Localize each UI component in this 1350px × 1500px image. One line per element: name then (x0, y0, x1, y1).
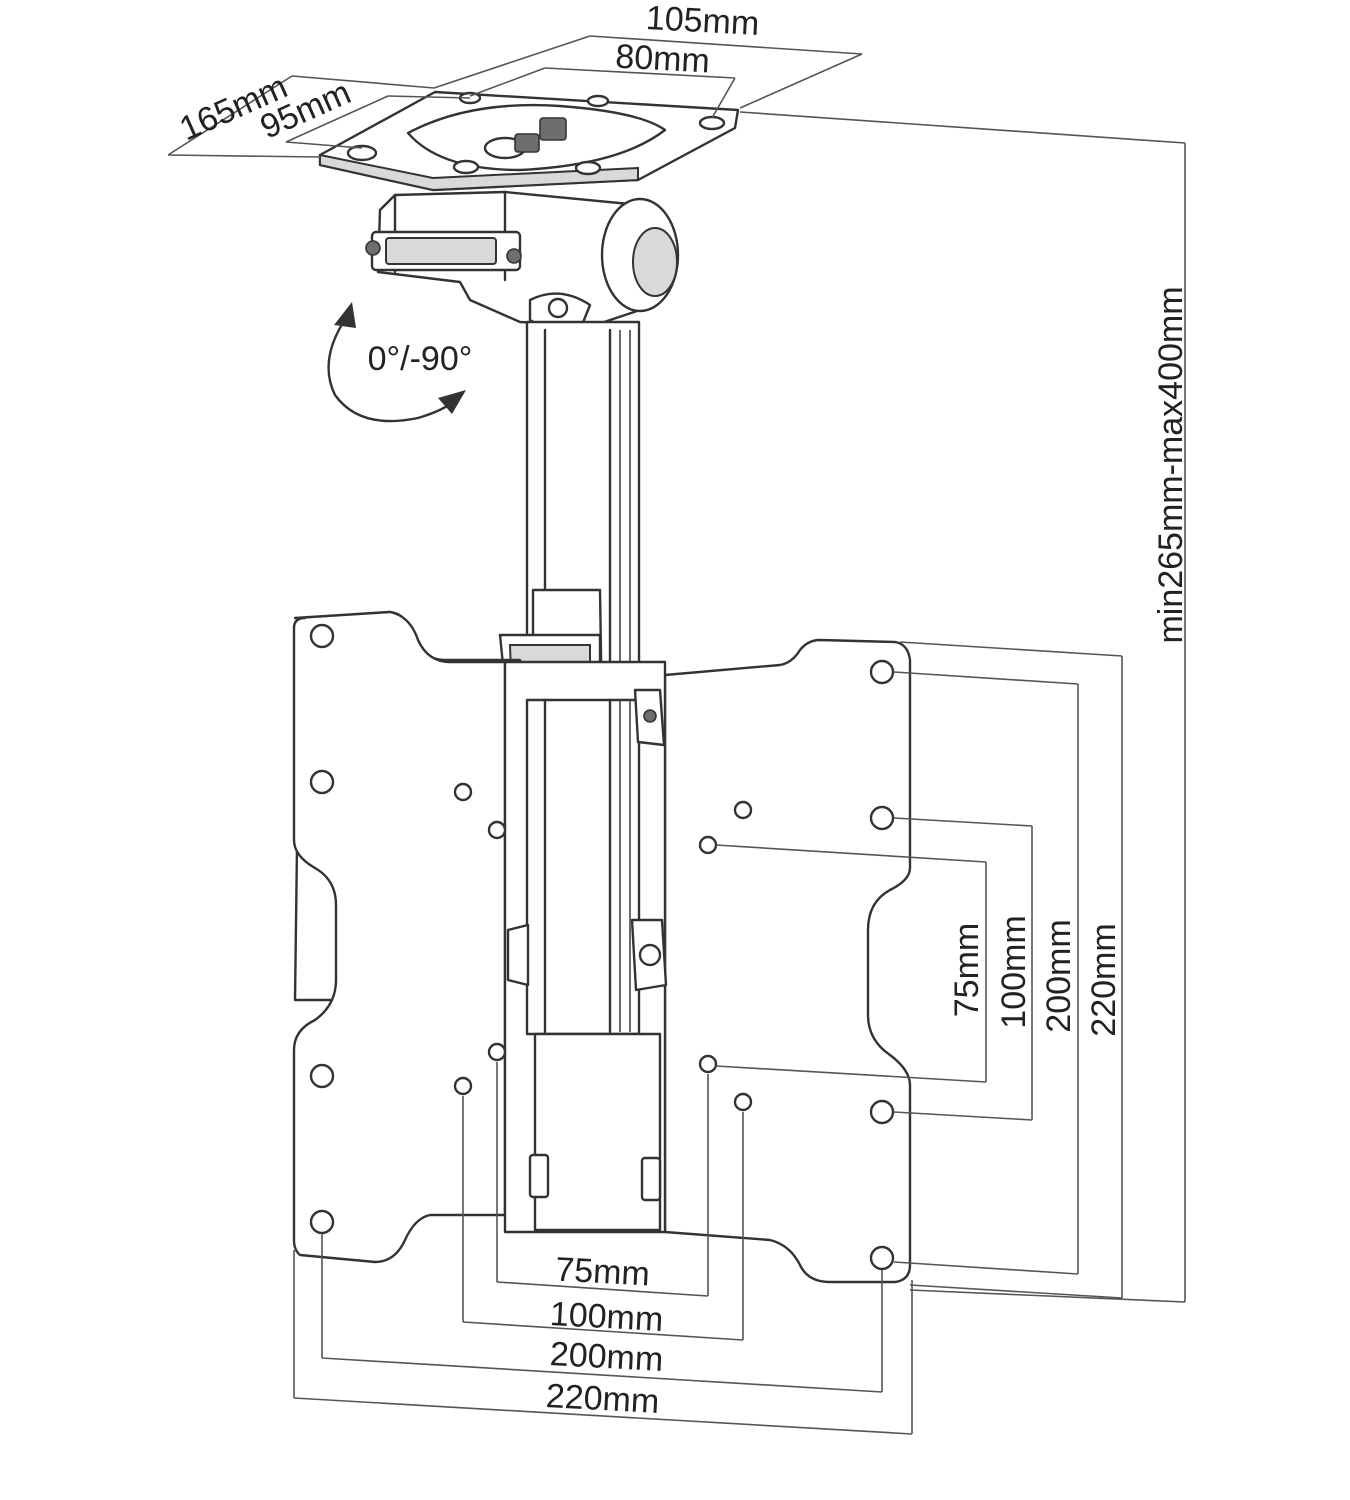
label-vesa-vertical-75: 75mm (948, 923, 986, 1017)
dimension-labels: 105mm 80mm 165mm 95mm 0°/-90° min265mm-m… (174, 0, 1190, 1421)
vesa-plate (292, 610, 912, 1284)
tilt-arrow-head-bottom (438, 390, 466, 414)
label-height-range: min265mm-max400mm (1152, 286, 1190, 643)
label-vesa-horizontal-220: 220mm (545, 1377, 660, 1421)
label-vesa-horizontal-200: 200mm (549, 1335, 664, 1379)
pivot-bracket (365, 190, 680, 333)
tilt-arrow-head-top (334, 302, 356, 328)
label-vesa-vertical-200: 200mm (1040, 919, 1078, 1032)
label-top-plate-width-outer: 105mm (645, 0, 760, 43)
label-tilt-range: 0°/-90° (368, 340, 473, 378)
ceiling-plate (318, 90, 740, 192)
label-top-plate-width-inner: 80mm (614, 38, 710, 81)
label-vesa-horizontal-75: 75mm (554, 1251, 650, 1294)
label-vesa-vertical-100: 100mm (995, 915, 1033, 1028)
dimension-lines (167, 35, 1186, 1435)
label-vesa-vertical-220: 220mm (1085, 923, 1123, 1036)
label-vesa-horizontal-100: 100mm (549, 1295, 664, 1339)
tilt-arrow (327, 302, 466, 423)
